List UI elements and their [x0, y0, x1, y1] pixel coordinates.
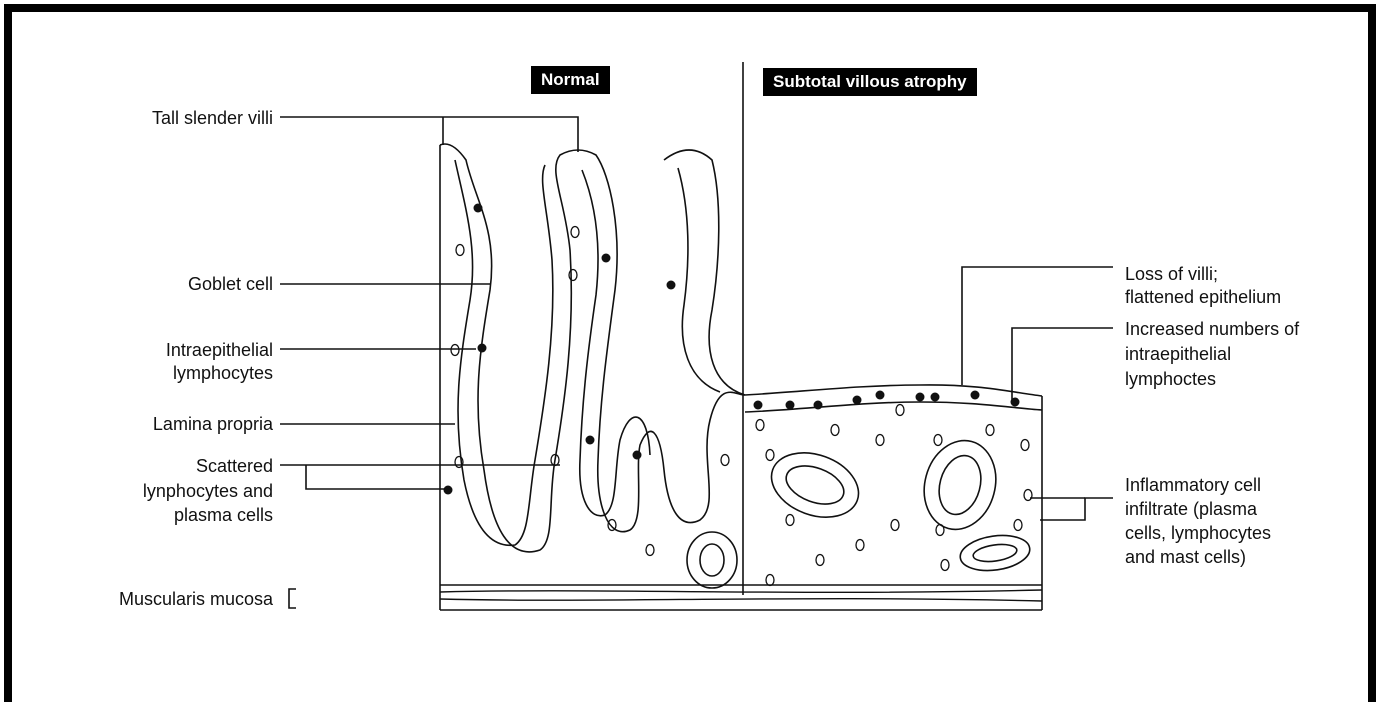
- plasma-cell: [856, 540, 864, 551]
- crypt-3: [958, 531, 1032, 574]
- lymphocyte-cell: [1011, 398, 1020, 407]
- flattened-epithelium-top: [745, 385, 1042, 396]
- lymphocyte-cell: [754, 401, 763, 410]
- cells-layer: [444, 204, 1033, 586]
- plasma-cell: [786, 515, 794, 526]
- leader-tall-slender-villi: [280, 117, 578, 152]
- muscularis-fiber-1: [440, 590, 1042, 592]
- plasma-cell: [934, 435, 942, 446]
- atrophy-mucosa: [687, 385, 1042, 610]
- normal-mucosa: [440, 144, 745, 610]
- plasma-cell: [1014, 520, 1022, 531]
- crypt-3-inner: [972, 542, 1018, 564]
- plasma-cell: [816, 555, 824, 566]
- lymphocyte-cell: [586, 436, 595, 445]
- leader-scattered-2: [306, 465, 448, 489]
- crypt-1-inner: [781, 459, 849, 511]
- plasma-cell: [646, 545, 654, 556]
- muscularis-fiber-2: [440, 599, 1042, 601]
- lymphocyte-cell: [876, 391, 885, 400]
- villus-1-inner: [455, 160, 553, 545]
- plasma-cell: [1021, 440, 1029, 451]
- plasma-cell: [451, 345, 459, 356]
- plasma-cell: [1024, 490, 1032, 501]
- plasma-cell: [756, 420, 764, 431]
- plasma-cell: [766, 575, 774, 586]
- plasma-cell: [569, 270, 577, 281]
- leader-muscularis: [289, 589, 296, 608]
- plasma-cell: [831, 425, 839, 436]
- lymphocyte-cell: [478, 344, 487, 353]
- crypt-1: [762, 441, 867, 528]
- lymphocyte-cell: [474, 204, 483, 213]
- plasma-cell: [891, 520, 899, 531]
- leader-inflammatory: [1040, 498, 1113, 520]
- plasma-cell: [766, 450, 774, 461]
- lymphocyte-cell: [602, 254, 611, 263]
- leader-increased-iel: [1012, 328, 1113, 400]
- crypt-normal: [687, 532, 737, 588]
- muscularis-mucosa-band: [440, 585, 1042, 610]
- lymphocyte-cell: [916, 393, 925, 402]
- villus-3-outer: [664, 150, 745, 395]
- lymphocyte-cell: [971, 391, 980, 400]
- plasma-cell: [721, 455, 729, 466]
- lymphocyte-cell: [814, 401, 823, 410]
- lymphocyte-cell: [667, 281, 676, 290]
- plasma-cell: [941, 560, 949, 571]
- villus-3-inner: [678, 168, 720, 392]
- lymphocyte-cell: [633, 451, 642, 460]
- plasma-cell: [876, 435, 884, 446]
- crypt-normal-inner: [700, 544, 724, 576]
- lymphocyte-cell: [853, 396, 862, 405]
- plasma-cell: [896, 405, 904, 416]
- lymphocyte-cell: [444, 486, 453, 495]
- plasma-cell: [608, 520, 616, 531]
- lymphocyte-cell: [931, 393, 940, 402]
- crypt-2: [915, 432, 1006, 537]
- plasma-cell: [456, 245, 464, 256]
- crypt-2-inner: [933, 451, 987, 519]
- leader-loss-of-villi: [962, 267, 1113, 385]
- plasma-cell: [936, 525, 944, 536]
- plasma-cell: [571, 227, 579, 238]
- lymphocyte-cell: [786, 401, 795, 410]
- leader-lines: [280, 117, 1113, 608]
- plasma-cell: [986, 425, 994, 436]
